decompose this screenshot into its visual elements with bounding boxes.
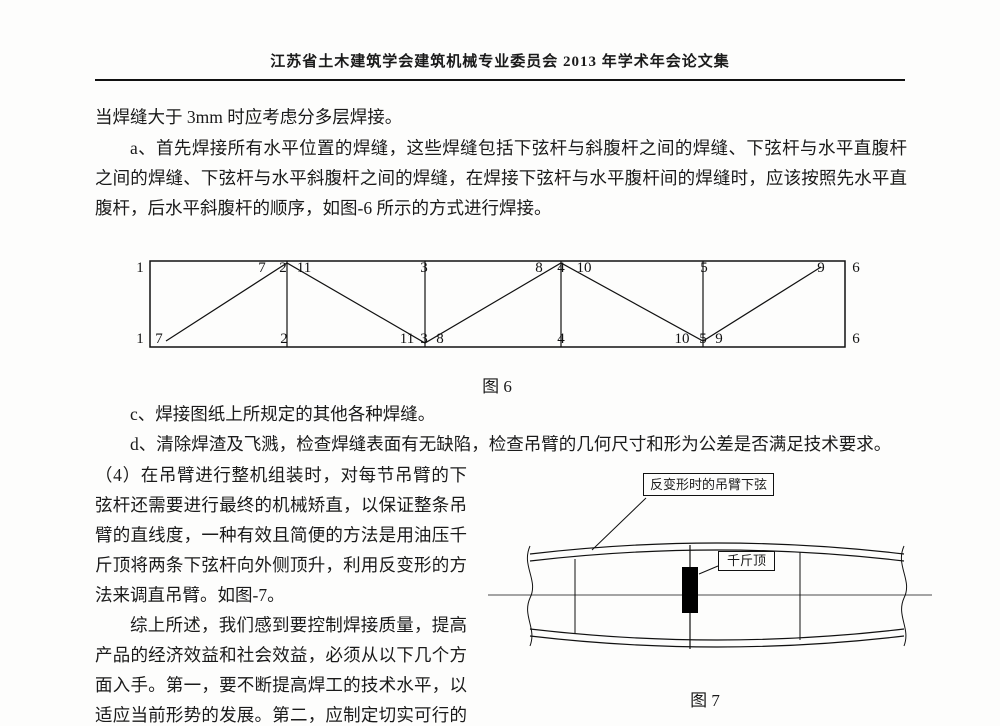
figure-6-caption: 图 6 bbox=[482, 377, 512, 396]
chord-annotation: 反变形时的吊臂下弦 bbox=[643, 473, 775, 496]
header-divider bbox=[95, 79, 905, 81]
jack-label-leader bbox=[698, 565, 719, 575]
bottom-chord-outer bbox=[529, 635, 905, 648]
jack-annotation: 千斤顶 bbox=[718, 551, 776, 571]
page-header: 江苏省土木建筑学会建筑机械专业委员会 2013 年学术年会论文集 bbox=[270, 54, 730, 70]
top-chord-inner bbox=[529, 549, 905, 562]
truss-outline bbox=[149, 260, 846, 348]
jack-straightening-diagram bbox=[488, 497, 932, 649]
figure-7-caption: 图 7 bbox=[690, 691, 720, 710]
bottom-chord-inner bbox=[529, 628, 905, 641]
truss-weld-sequence-diagram bbox=[149, 260, 846, 348]
weld-number: 1 bbox=[136, 260, 144, 276]
top-chord-outer bbox=[529, 542, 905, 555]
paragraph-item-4: （4）在吊臂进行整机组装时，对每节吊臂的下弦杆还需要进行最终的机械矫直，以保证整… bbox=[95, 465, 467, 605]
chord-label-leader bbox=[591, 497, 647, 551]
paragraph-item-d: d、清除焊渣及飞溅，检查焊缝表面有无缺陷，检查吊臂的几何尺寸和形为公差是否满足技… bbox=[130, 434, 892, 454]
figure-7: 反变形时的吊臂下弦 千斤顶 图 7 bbox=[480, 462, 940, 717]
left-break-line bbox=[526, 545, 534, 647]
paragraph-item-a: a、首先焊接所有水平位置的焊缝，这些焊缝包括下弦杆与斜腹杆之间的焊缝、下弦杆与水… bbox=[95, 138, 907, 218]
right-break-line bbox=[900, 545, 908, 647]
truss-diagonals bbox=[165, 262, 822, 344]
weld-number: 6 bbox=[852, 260, 860, 276]
weld-number: 6 bbox=[852, 331, 860, 347]
paragraph-intro: 当焊缝大于 3mm 时应考虑分多层焊接。 bbox=[95, 107, 403, 127]
paragraph-summary: 综上所述，我们感到要控制焊接质量，提高产品的经济效益和社会效益，必须从以下几个方… bbox=[95, 615, 467, 725]
jack-body bbox=[682, 567, 698, 613]
weld-number: 1 bbox=[136, 331, 144, 347]
left-text-column: （4）在吊臂进行整机组装时，对每节吊臂的下弦杆还需要进行最终的机械矫直，以保证整… bbox=[95, 460, 467, 726]
paragraph-item-c: c、焊接图纸上所规定的其他各种焊缝。 bbox=[130, 404, 436, 424]
